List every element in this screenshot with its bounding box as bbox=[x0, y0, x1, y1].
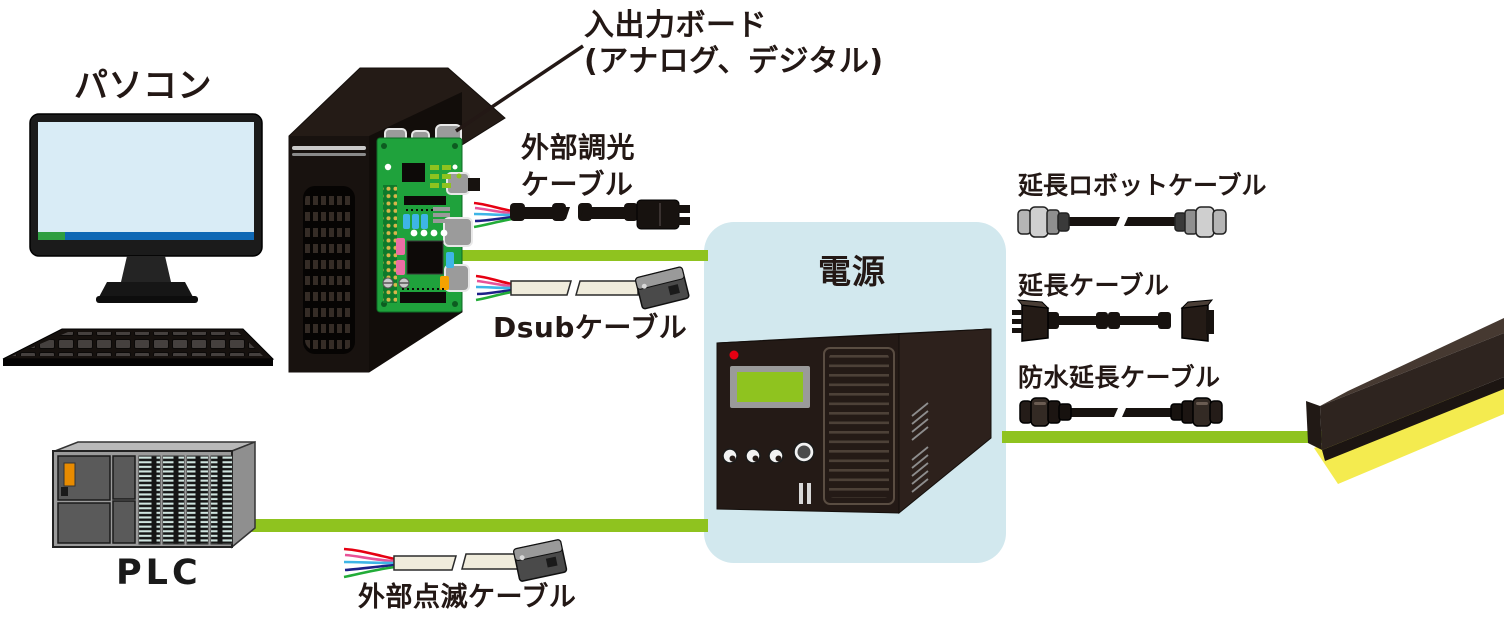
external-dimming-cable-icon bbox=[473, 199, 690, 230]
io-board-icon bbox=[376, 124, 480, 313]
pc-label: パソコン bbox=[74, 66, 212, 106]
external-blink-cable-icon bbox=[343, 539, 568, 582]
io-board-label-line1: 入出力ボード bbox=[584, 8, 767, 43]
green-connection-lines bbox=[250, 250, 1322, 532]
io-board-label: 入出力ボード (アナログ、デジタル) bbox=[584, 8, 884, 80]
extension-cable-icon bbox=[1012, 299, 1214, 342]
power-supply-icon bbox=[716, 328, 992, 515]
extension-robot-cable-label: 延長ロボットケーブル bbox=[1018, 171, 1267, 200]
dsub-cable-label: Dsubケーブル bbox=[493, 311, 688, 344]
external-dimming-cable-label-line2: ケーブル bbox=[521, 168, 634, 201]
extension-cable-label: 延長ケーブル bbox=[1018, 271, 1170, 300]
external-dimming-cable-label: 外部調光 ケーブル bbox=[521, 134, 635, 199]
external-dimming-cable-label-line1: 外部調光 bbox=[521, 131, 636, 164]
io-board-pointer-line bbox=[455, 44, 584, 133]
light-bar-icon bbox=[1306, 318, 1504, 484]
external-blink-cable-label: 外部点滅ケーブル bbox=[358, 582, 577, 613]
power-supply-label: 電源 bbox=[818, 252, 886, 291]
extension-robot-cable-icon bbox=[1017, 206, 1227, 238]
monitor-icon bbox=[29, 113, 263, 303]
waterproof-extension-cable-icon bbox=[1019, 397, 1223, 427]
io-board-label-line2: (アナログ、デジタル) bbox=[584, 44, 884, 79]
dsub-cable-icon bbox=[475, 266, 690, 310]
plc-label: PLC bbox=[116, 553, 202, 593]
keyboard-icon bbox=[2, 328, 275, 366]
waterproof-extension-cable-label: 防水延長ケーブル bbox=[1018, 363, 1221, 392]
plc-icon bbox=[52, 440, 256, 549]
